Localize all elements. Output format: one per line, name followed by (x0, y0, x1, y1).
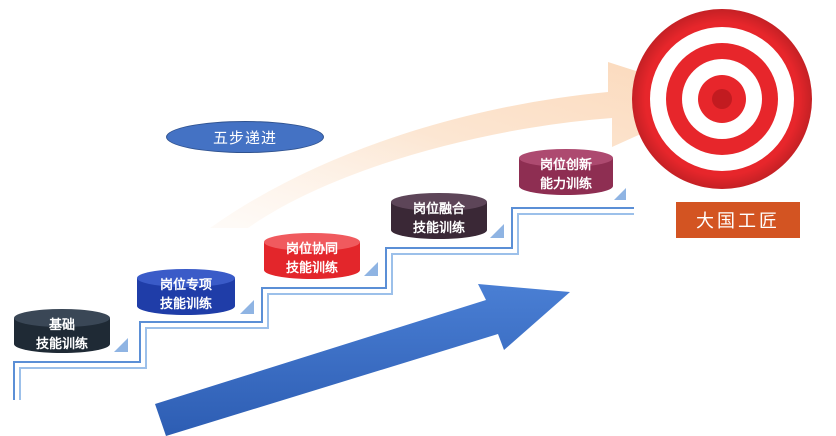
five-steps-badge: 五步递进 (166, 121, 324, 153)
target-icon (632, 9, 812, 189)
staircase (13, 207, 634, 400)
step-1-block (14, 309, 110, 353)
step-4-block (391, 193, 487, 239)
growth-arrow (210, 62, 720, 228)
step-corner-markers (114, 188, 626, 352)
step-2-block (137, 269, 235, 315)
step-5-block (519, 149, 613, 195)
goal-label-box: 大国工匠 (676, 202, 800, 238)
process-arrow (155, 284, 570, 436)
step-3-block (264, 233, 360, 279)
